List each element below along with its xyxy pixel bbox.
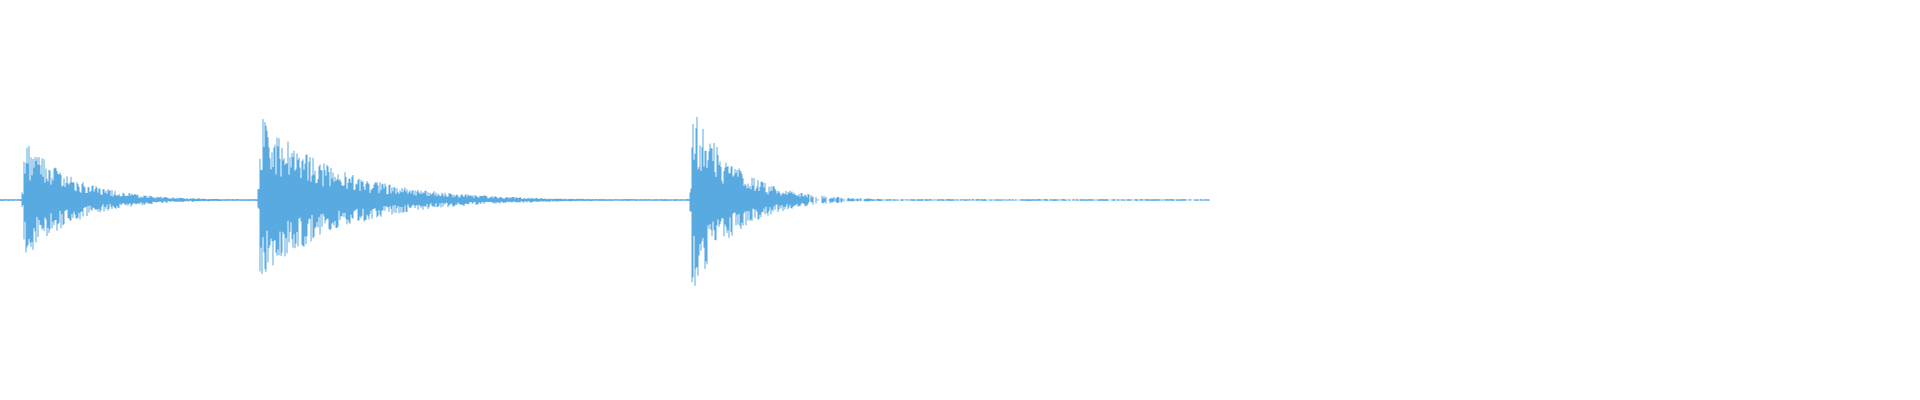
waveform-path xyxy=(0,116,1210,286)
waveform-trace xyxy=(0,116,1210,286)
